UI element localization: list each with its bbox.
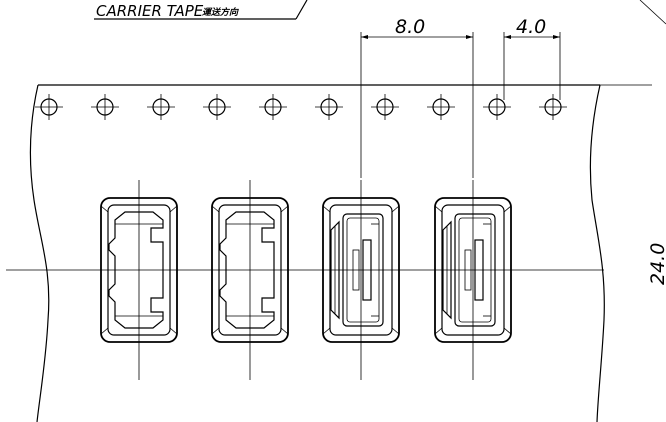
sprocket-holes — [35, 94, 567, 120]
sprocket-hole — [427, 94, 455, 120]
pocket-empty — [211, 197, 289, 343]
pocket-empty — [100, 197, 178, 343]
tape-outline — [29, 0, 666, 422]
pocket-centerlines — [138, 180, 474, 380]
sprocket-hole — [371, 94, 399, 120]
carrier-tape-label: CARRIER TAPE — [96, 2, 204, 20]
tape-width-dimension: 24.0 — [647, 243, 666, 285]
sprocket-hole — [483, 94, 511, 120]
pocket-with-connector — [434, 197, 512, 343]
pocket-pitch-value: 8.0 — [395, 16, 425, 38]
sprocket-hole — [35, 94, 63, 120]
direction-label: 運送方向 — [202, 7, 239, 18]
hole-pitch-value: 4.0 — [516, 16, 546, 38]
sprocket-hole — [203, 94, 231, 120]
sprocket-hole — [91, 94, 119, 120]
sprocket-hole — [259, 94, 287, 120]
pocket-pitch-dimension: 8.0 — [360, 16, 474, 178]
title-block: CARRIER TAPE 運送方向 — [94, 0, 308, 20]
hole-pitch-dimension: 4.0 — [503, 16, 561, 100]
sprocket-hole — [147, 94, 175, 120]
sprocket-hole — [539, 94, 567, 120]
sprocket-hole — [315, 94, 343, 120]
tape-width-value: 24.0 — [647, 243, 666, 285]
pocket-with-connector — [322, 197, 400, 343]
